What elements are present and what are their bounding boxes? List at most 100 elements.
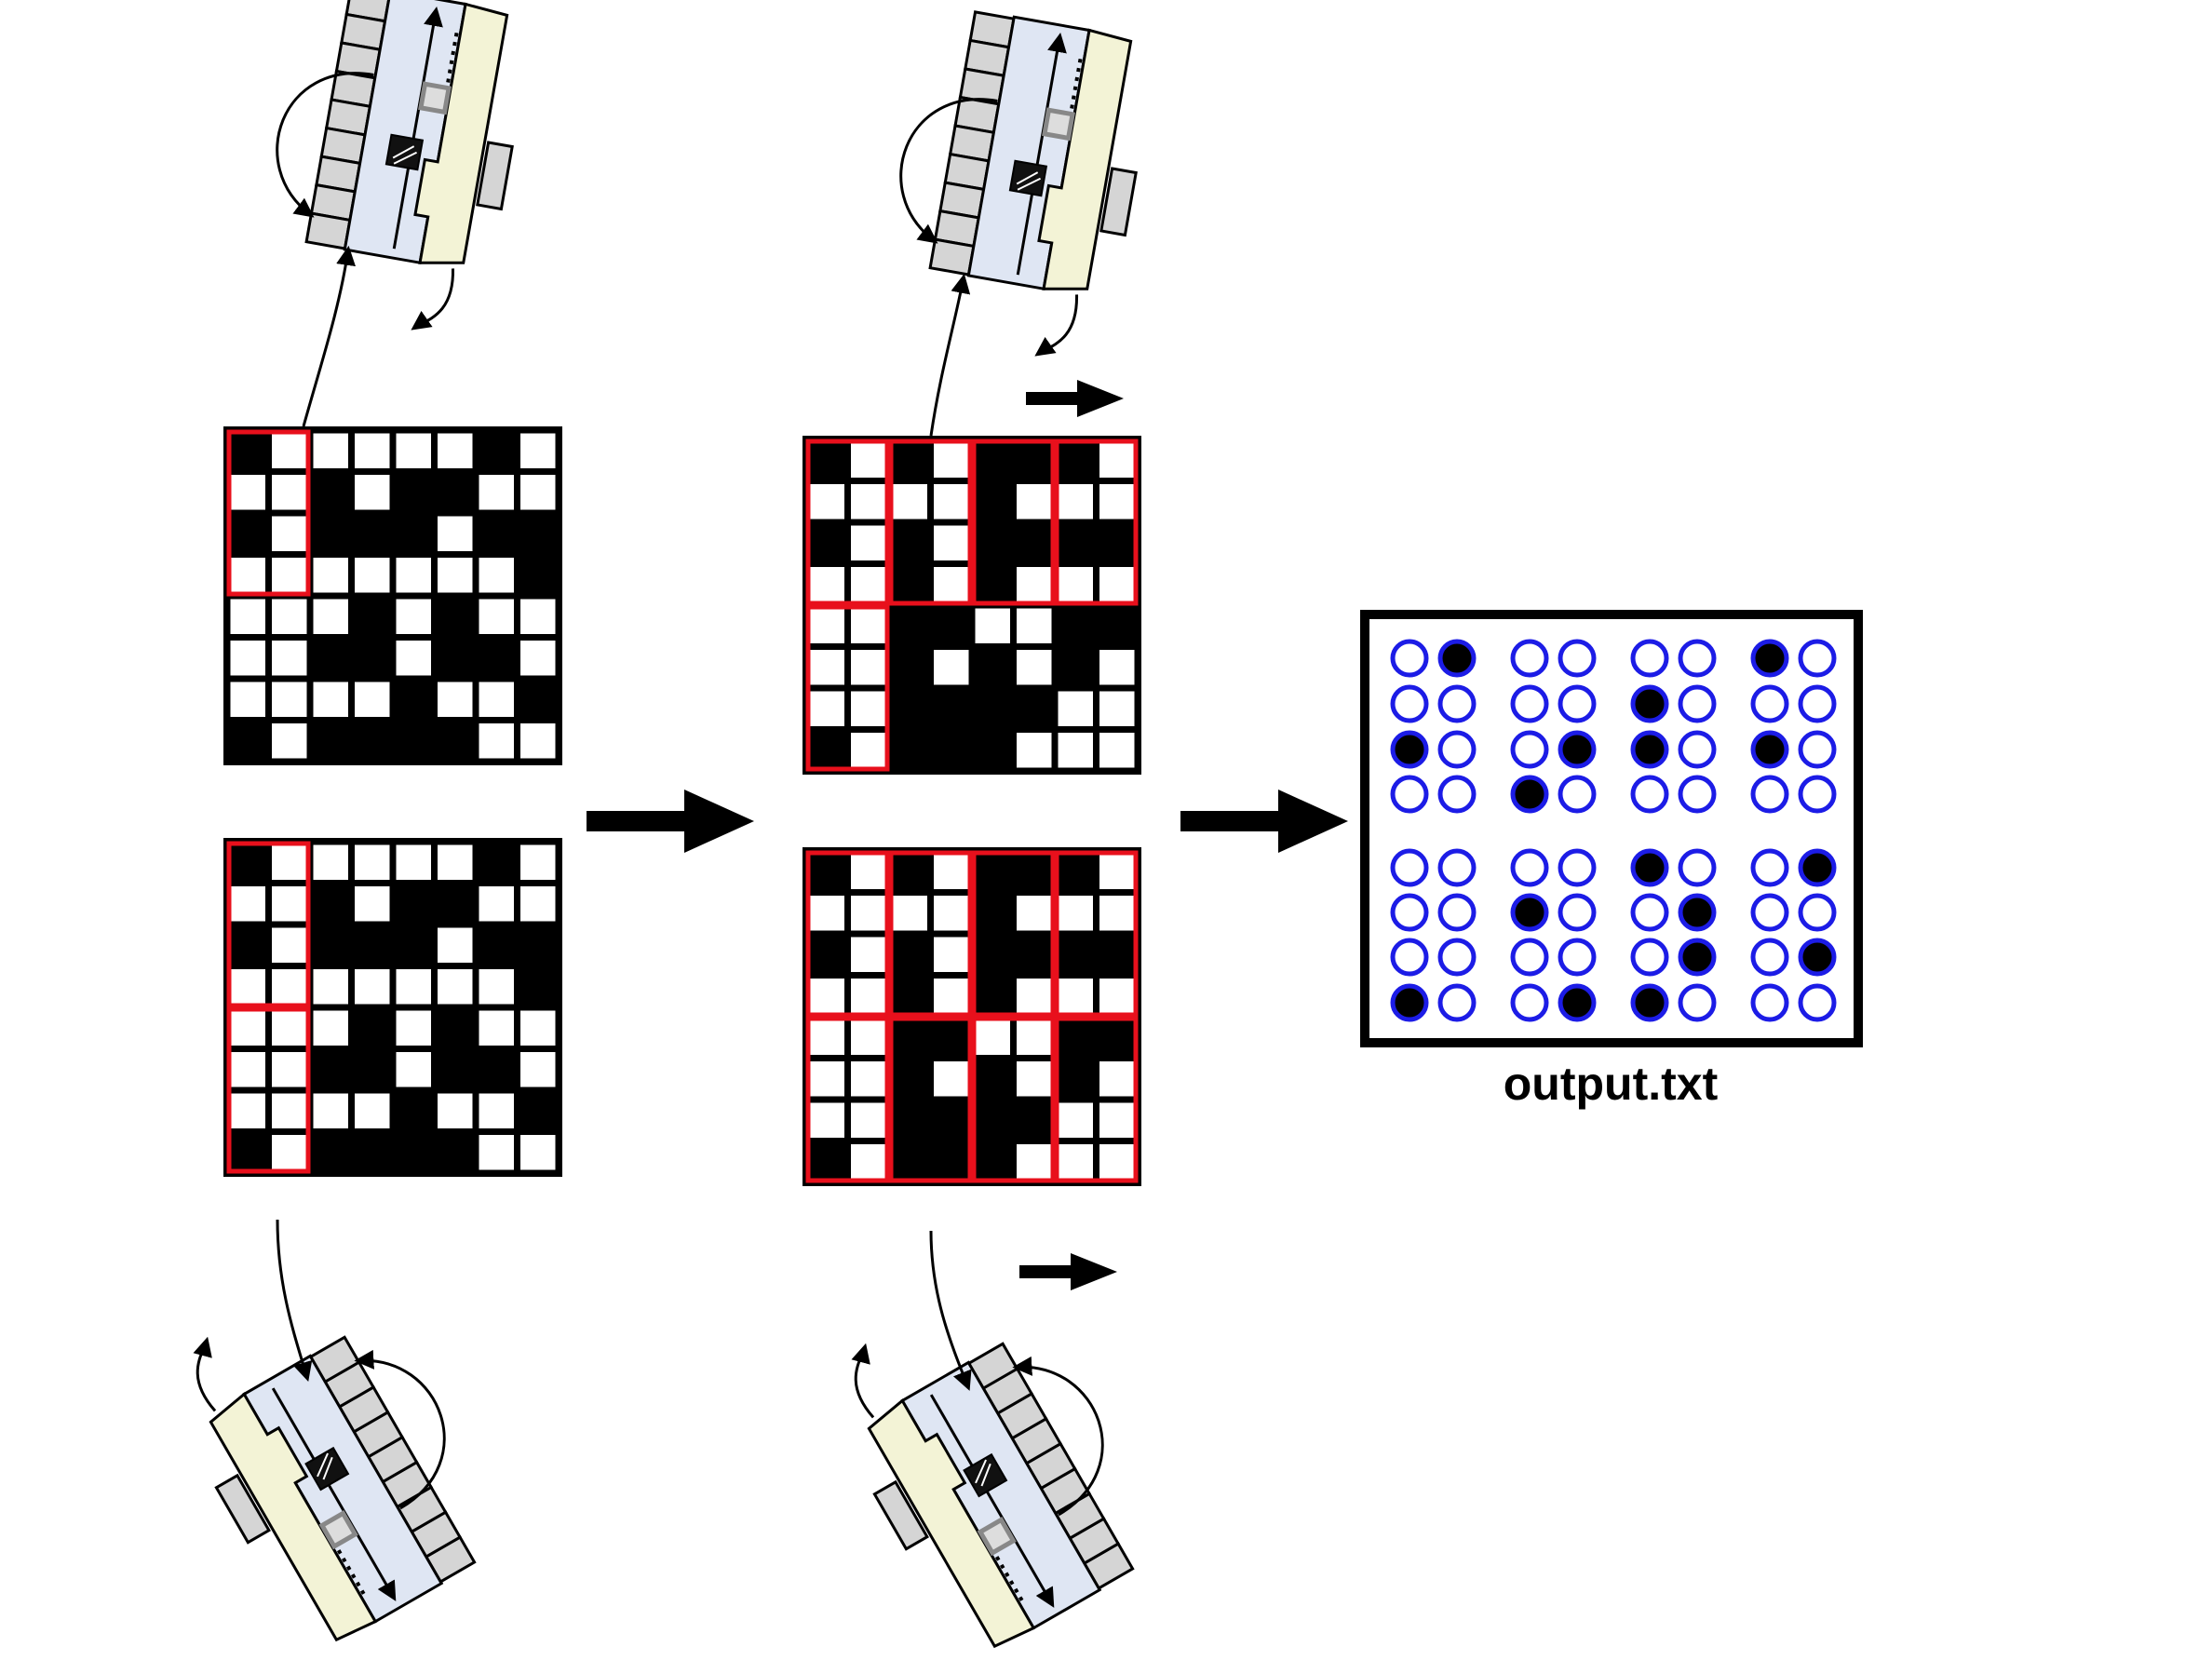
robot-loop xyxy=(1012,1356,1104,1517)
braille-dot-flat xyxy=(1750,893,1789,932)
grid-cell xyxy=(272,1052,307,1087)
braille-dot-flat xyxy=(1750,983,1789,1022)
braille-dot-flat xyxy=(1678,775,1717,814)
robot-loop xyxy=(899,98,998,244)
braille-dot-flat xyxy=(1798,775,1837,814)
robot-loop xyxy=(276,72,374,218)
arrow-shaft xyxy=(1026,392,1082,405)
grid-cell xyxy=(1099,896,1135,931)
braille-dot-flat xyxy=(1678,983,1717,1022)
grid-cell xyxy=(1017,979,1052,1014)
grid-cell xyxy=(809,650,844,685)
grid-cell xyxy=(892,896,927,931)
robot-battery xyxy=(1099,167,1138,237)
grid-cell xyxy=(1058,567,1093,602)
braille-dot-flat xyxy=(1510,639,1549,678)
grid-cell xyxy=(272,844,307,880)
braille-dot-flat xyxy=(1390,848,1429,887)
braille-dot-raised xyxy=(1558,730,1597,769)
grid-cell xyxy=(438,927,473,963)
robot-side-panel xyxy=(413,2,509,264)
braille-dot-flat xyxy=(1510,848,1549,887)
grid-cell xyxy=(809,896,844,931)
robot-side-panel xyxy=(867,1398,1036,1649)
grid-cell xyxy=(1058,896,1093,931)
grid-cell xyxy=(396,558,431,593)
grid-cell xyxy=(851,854,886,889)
grid-cell xyxy=(520,433,556,468)
grid-cell xyxy=(1058,733,1093,768)
arrow-shaft xyxy=(587,811,689,831)
grid-cell xyxy=(230,1010,265,1046)
grid-cell xyxy=(851,896,886,931)
braille-dot-flat xyxy=(1558,893,1597,932)
grid-cell xyxy=(520,475,556,510)
grid-cell xyxy=(851,1061,886,1097)
grid-cell xyxy=(520,844,556,880)
grid-cell xyxy=(809,608,844,643)
grid-cell xyxy=(809,1019,844,1055)
grid-cell xyxy=(809,1061,844,1097)
braille-dot-raised xyxy=(1750,639,1789,678)
braille-dot-flat xyxy=(1437,775,1477,814)
grid-cell xyxy=(1099,484,1135,520)
grid-cell xyxy=(355,886,390,922)
grid-cell xyxy=(479,886,514,922)
braille-dot-flat xyxy=(1630,639,1669,678)
grid-cell xyxy=(230,969,265,1005)
grid-cell xyxy=(313,558,348,593)
robot-cell xyxy=(928,237,976,277)
braille-dot-flat xyxy=(1750,938,1789,977)
grid-cell xyxy=(396,844,431,880)
grid-cell xyxy=(520,1052,556,1087)
grid-cell xyxy=(1099,567,1135,602)
grid-cell xyxy=(934,442,969,478)
grid-cell xyxy=(851,1102,886,1138)
grid-cell xyxy=(1017,650,1052,685)
grid-cell xyxy=(438,844,473,880)
grid-cell xyxy=(355,844,390,880)
braille-dot-flat xyxy=(1798,893,1837,932)
grid-cell xyxy=(438,1093,473,1128)
braille-dot-flat xyxy=(1750,848,1789,887)
robot-chip-mark xyxy=(975,1459,991,1487)
grid-cell xyxy=(313,599,348,634)
grid-left-top xyxy=(223,426,562,765)
grid-cell xyxy=(272,516,307,551)
grid-cell xyxy=(396,1052,431,1087)
grid-cell xyxy=(1017,733,1052,768)
braille-dot-raised xyxy=(1630,730,1669,769)
grid-cell xyxy=(851,608,886,643)
robot-track xyxy=(392,6,443,250)
robot-lead xyxy=(193,1336,217,1412)
braille-dot-flat xyxy=(1510,938,1549,977)
braille-dot-flat xyxy=(1678,730,1717,769)
braille-dot-flat xyxy=(1510,730,1549,769)
braille-dot-flat xyxy=(1390,893,1429,932)
grid-cell xyxy=(272,475,307,510)
grid-cell xyxy=(1058,484,1093,520)
grid-cell xyxy=(396,641,431,676)
braille-dot-flat xyxy=(1437,983,1477,1022)
grid-cell xyxy=(230,641,265,676)
grid-cell xyxy=(934,1061,969,1097)
grid-cell xyxy=(230,682,265,717)
robot-dots xyxy=(1065,58,1083,133)
grid-cell xyxy=(396,599,431,634)
grid-cell xyxy=(1058,979,1093,1014)
grid-cell xyxy=(272,723,307,759)
grid-cell xyxy=(313,1010,348,1046)
braille-dot-flat xyxy=(1437,848,1477,887)
highlight-box xyxy=(971,439,1056,606)
grid-cell xyxy=(1017,1144,1052,1180)
grid-cell xyxy=(1099,650,1135,685)
arrow-head xyxy=(1077,380,1124,417)
braille-dot-flat xyxy=(1437,893,1477,932)
highlight-box xyxy=(971,850,1056,1018)
highlight-box xyxy=(805,604,890,772)
braille-dot-flat xyxy=(1630,775,1669,814)
braille-dot-flat xyxy=(1678,639,1717,678)
arrow-head xyxy=(1278,790,1348,853)
grid-cell xyxy=(479,599,514,634)
grid-cell xyxy=(438,433,473,468)
